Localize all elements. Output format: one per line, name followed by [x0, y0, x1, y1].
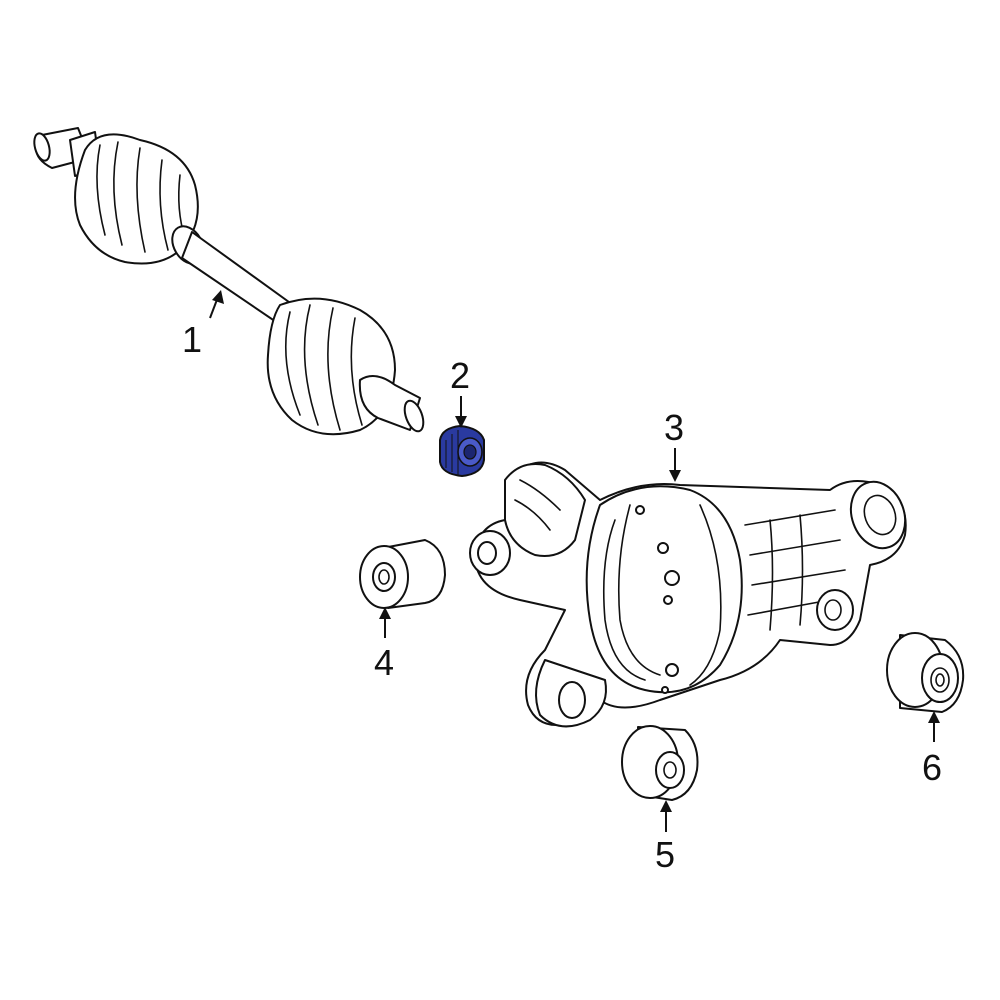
bushing-5[interactable]	[621, 725, 699, 801]
callout-2-label: 2	[450, 355, 470, 396]
bushing-6[interactable]	[886, 632, 965, 713]
callout-6: 6	[922, 711, 942, 788]
callout-1-label: 1	[182, 319, 202, 360]
bushing-4[interactable]	[359, 539, 446, 609]
callout-4: 4	[374, 607, 394, 683]
axle-shaft[interactable]	[32, 127, 427, 436]
callout-5-label: 5	[655, 834, 675, 875]
callout-2: 2	[450, 355, 470, 428]
callout-4-label: 4	[374, 642, 394, 683]
callout-6-label: 6	[922, 747, 942, 788]
callout-5: 5	[655, 800, 675, 875]
callout-1: 1	[182, 290, 224, 360]
callout-3: 3	[664, 407, 684, 482]
callout-3-label: 3	[664, 407, 684, 448]
differential-housing[interactable]	[469, 461, 914, 728]
axle-nut[interactable]	[439, 424, 485, 478]
